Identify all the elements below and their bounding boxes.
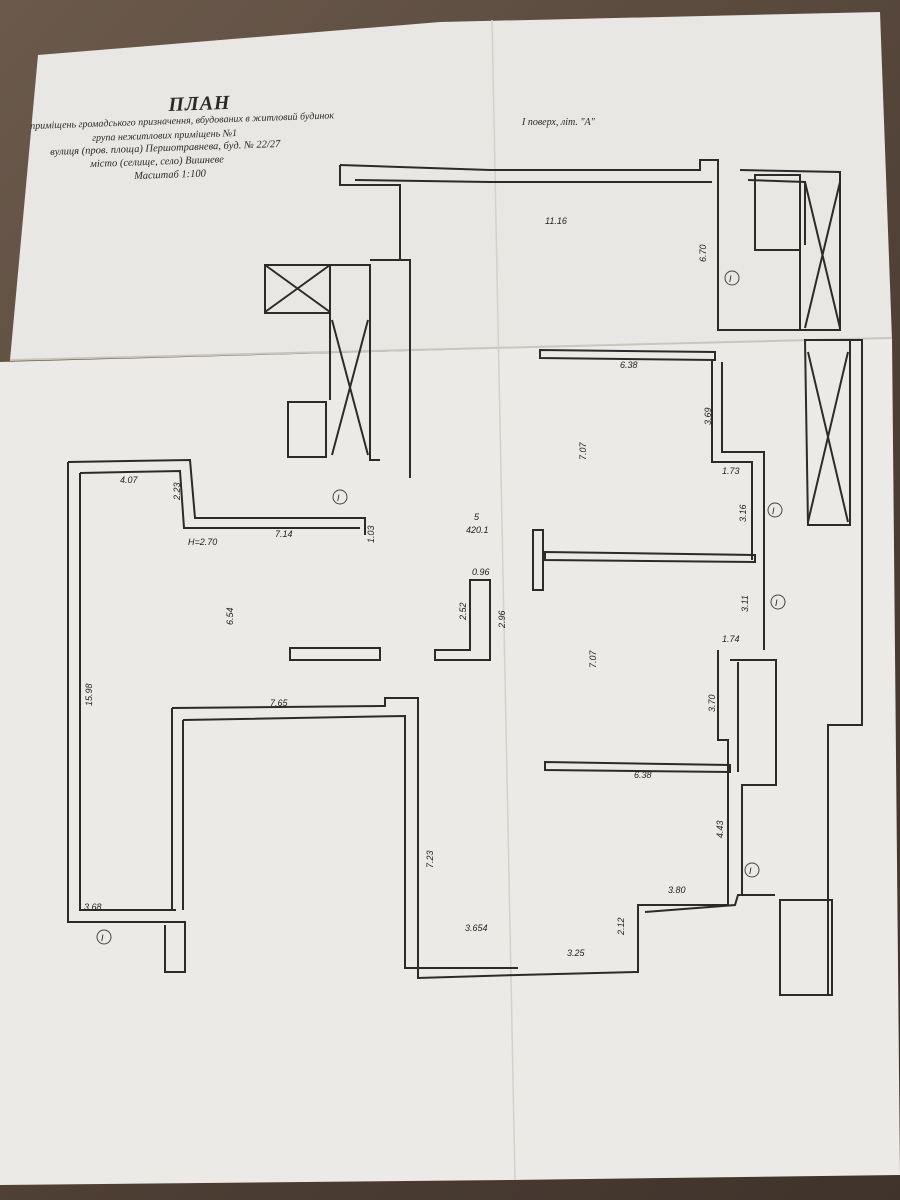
section-marker (770, 594, 786, 610)
wall (644, 894, 775, 913)
marker-label: I (772, 506, 775, 516)
wall (329, 259, 411, 478)
wall (67, 458, 366, 973)
wall (544, 550, 756, 564)
dim-label: 2.96 (497, 610, 507, 629)
room-number: 5 (474, 512, 480, 522)
wall (331, 319, 369, 456)
marker-label: I (729, 274, 732, 284)
wall (544, 760, 731, 774)
section-marker (724, 270, 740, 286)
dim-label: 3.11 (740, 595, 750, 612)
wall (79, 469, 360, 529)
dim-label: 7.07 (578, 441, 588, 460)
dim-label: 2.52 (458, 602, 468, 621)
wall (539, 348, 716, 362)
wall (807, 351, 849, 523)
marker-label: I (775, 598, 778, 608)
dim-label: 7.07 (588, 649, 598, 668)
section-marker (744, 862, 760, 878)
marker-label: I (337, 493, 340, 503)
dim-label: 7.23 (425, 850, 435, 868)
dim-label: 6.38 (620, 360, 638, 370)
dim-label: 3.16 (738, 504, 748, 522)
floor-label: I поверх, літ. "A" (522, 117, 595, 128)
dim-label: 4.43 (715, 820, 725, 838)
wall (354, 179, 712, 183)
dim-label: 1.03 (366, 525, 376, 543)
stairs (754, 174, 801, 251)
wall (182, 714, 518, 969)
dim-label: 3.654 (465, 923, 488, 933)
section-marker-labels: I I I I I I (101, 274, 778, 943)
partition (289, 647, 381, 661)
dim-label: 4.07 (120, 475, 139, 485)
dim-label: 15.98 (84, 683, 94, 706)
dim-label: 6.54 (225, 607, 235, 625)
stairs (287, 401, 327, 458)
wall (79, 473, 176, 911)
wall (264, 264, 331, 313)
wall (339, 159, 760, 331)
dim-label: 6.70 (698, 244, 708, 262)
marker-label: I (749, 866, 752, 876)
dim-label: H=2.70 (188, 537, 217, 547)
dim-label: 11.16 (545, 216, 567, 226)
section-marker (96, 929, 112, 945)
marker-label: I (101, 933, 104, 943)
dim-label: 7.14 (275, 529, 293, 539)
dim-label: 3.25 (567, 948, 586, 958)
wall (171, 697, 519, 980)
dim-label: 2.12 (616, 917, 626, 936)
section-marker (767, 502, 783, 518)
dim-label: 1.73 (722, 466, 740, 476)
room-area: 420.1 (466, 525, 489, 535)
dim-label: 1.74 (722, 634, 740, 644)
column (532, 529, 544, 591)
dim-label: 7.65 (270, 698, 289, 708)
dim-label: 6.38 (634, 770, 652, 780)
dim-label: 3.69 (703, 407, 713, 425)
wall (434, 579, 491, 661)
stairs (779, 899, 833, 996)
wall (803, 339, 851, 526)
wall (711, 360, 765, 650)
section-marker (332, 489, 348, 505)
stair-shaft (264, 264, 331, 314)
dimension-labels: 11.16 6.70 6.38 3.69 7.07 1.73 3.16 4.07… (84, 216, 750, 958)
wall (730, 659, 777, 895)
dim-label: 3.70 (707, 694, 717, 712)
dim-label: 2.23 (172, 482, 182, 501)
dim-label: 3.80 (668, 885, 686, 895)
wall (804, 181, 841, 329)
dim-label: 3.68 (84, 902, 102, 912)
dim-label: 0.96 (472, 567, 490, 577)
section-markers (96, 270, 786, 945)
